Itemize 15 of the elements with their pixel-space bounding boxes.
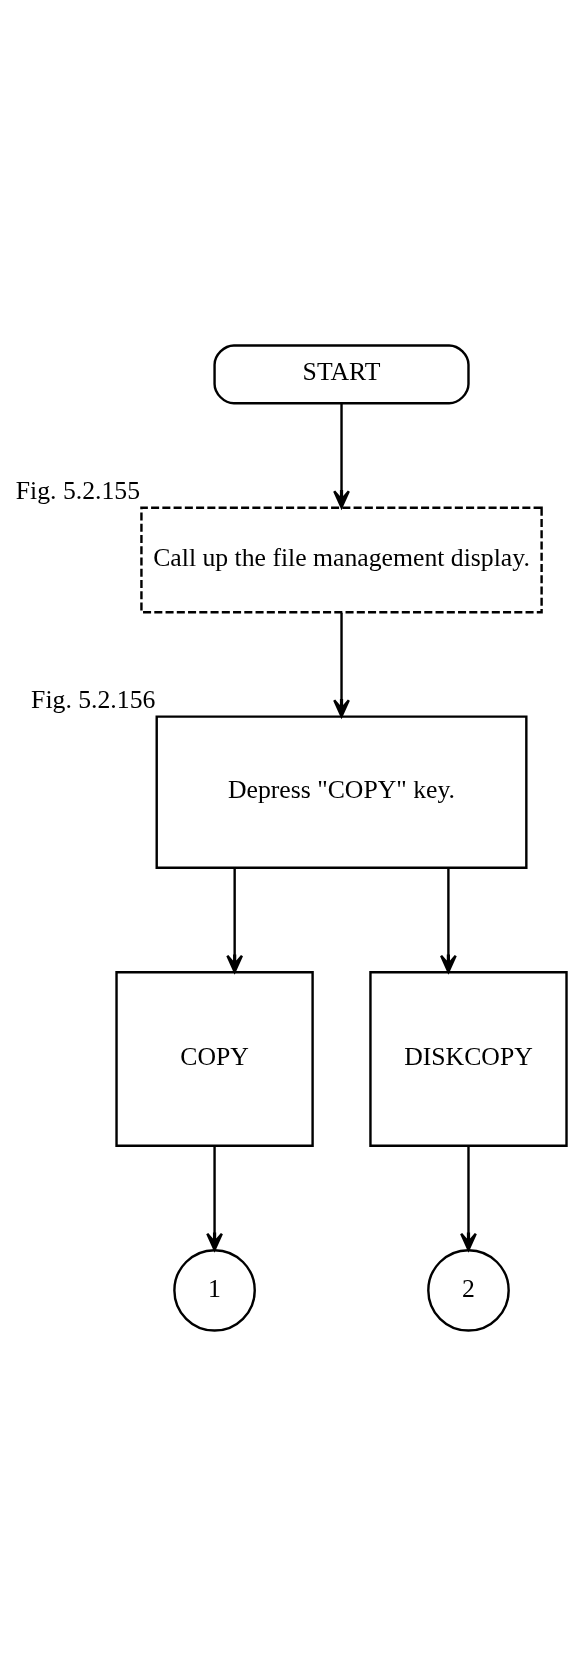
node-box: Call up the file management display. [140, 506, 543, 614]
node-box: DISKCOPY [369, 971, 568, 1147]
node-circle: 1 [173, 1249, 256, 1332]
arrow [333, 612, 350, 718]
node-circle: 2 [427, 1249, 510, 1332]
arrow [439, 867, 457, 973]
node-label: Fig. 5.2.155 [15, 476, 141, 506]
arrow [460, 1145, 477, 1251]
node-box: COPY [115, 971, 314, 1147]
arrow [333, 403, 350, 509]
arrow [226, 867, 244, 973]
arrow [206, 1145, 223, 1251]
node-box: Depress "COPY" key. [155, 715, 528, 869]
node-label: Fig. 5.2.156 [31, 685, 156, 715]
node-box: START [213, 344, 470, 405]
